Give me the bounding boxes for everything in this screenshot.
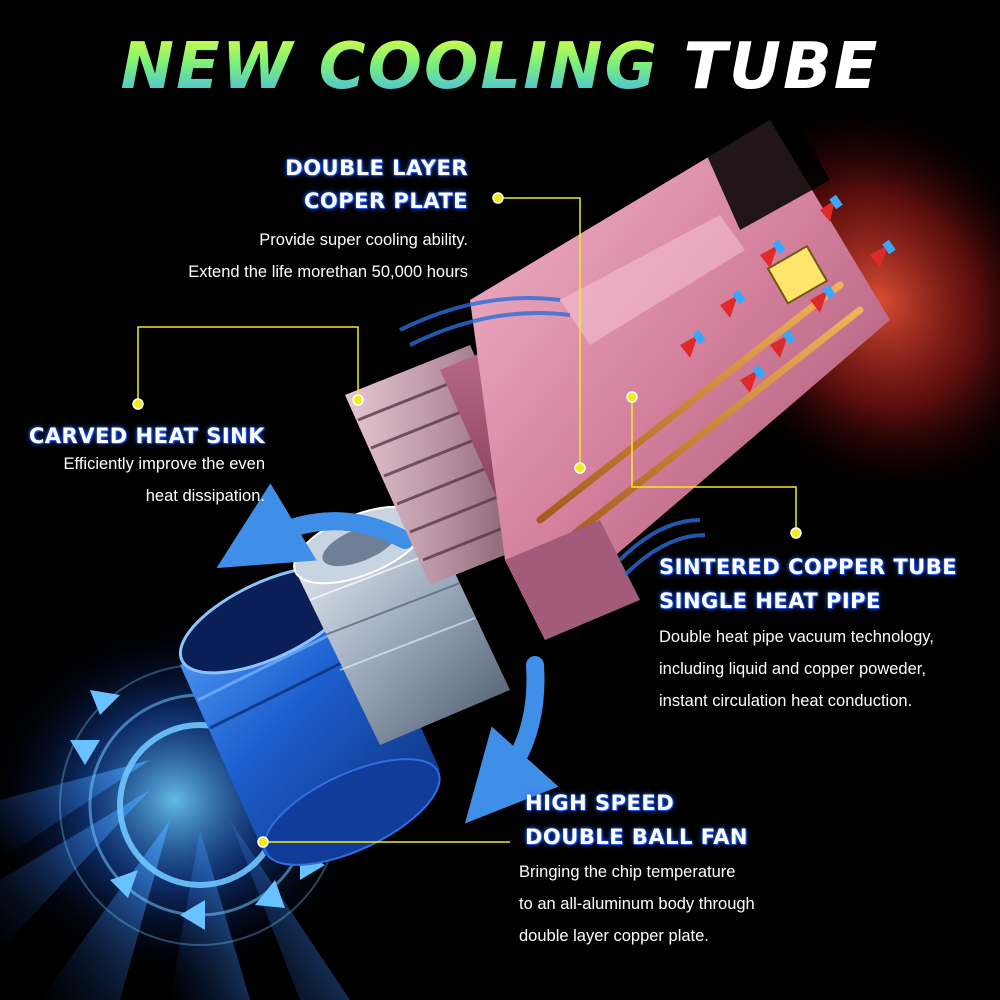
title-part-1: NEW COOLING [120,30,660,104]
body-airflow [399,296,706,577]
fan-desc-line: Bringing the chip temperature [519,863,736,881]
fan-desc-line: double layer copper plate. [519,927,709,945]
tube-heading-line1: SINTERED COPPER TUBE [659,555,958,579]
tube-heading-line2: SINGLE HEAT PIPE [659,589,881,613]
plate-desc-line: Extend the life morethan 50,000 hours [188,263,468,281]
leader-lines [137,197,797,843]
plate-heading-line2: COPER PLATE [303,189,468,213]
plate-desc-line: Provide super cooling ability. [259,231,468,249]
leader-dots [132,192,802,848]
sink-desc-line: Efficiently improve the even [63,455,265,473]
plate-heading-line1: DOUBLE LAYER [285,156,468,180]
base-connector [505,520,640,640]
rotation-arrow-icon [216,483,559,824]
page-title: NEW COOLING TUBE [0,30,1000,104]
tube-desc-line: instant circulation heat conduction. [659,692,913,710]
sink-description: Efficiently improve the even heat dissip… [64,448,265,512]
sink-desc-line: heat dissipation. [145,487,265,505]
led-chip [766,244,829,305]
title-part-2: TUBE [683,30,880,104]
heat-pipes [536,281,864,549]
tube-description: Double heat pipe vacuum technology, incl… [659,621,934,717]
fan-heading-line2: DOUBLE BALL FAN [525,825,748,849]
sink-heading: CARVED HEAT SINK [28,424,265,448]
heat-arrow-icon [680,194,896,393]
fan-heading-line1: HIGH SPEED [525,791,675,815]
fan-description: Bringing the chip temperature to an all-… [519,856,755,952]
plate-description: Provide super cooling ability. Extend th… [188,224,468,288]
fan-desc-line: to an all-aluminum body through [519,895,755,913]
tube-desc-line: including liquid and copper poweder, [659,660,926,678]
tube-desc-line: Double heat pipe vacuum technology, [659,628,934,646]
